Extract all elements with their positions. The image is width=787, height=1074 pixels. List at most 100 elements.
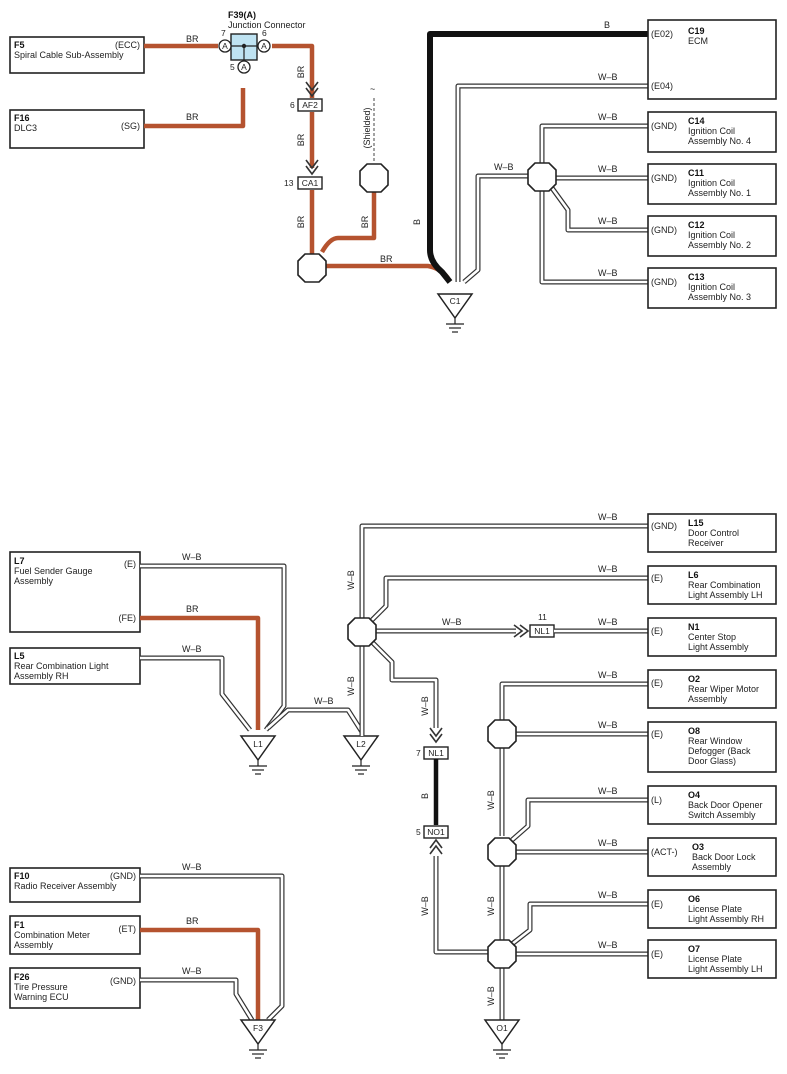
svg-text:W–B: W–B [598, 268, 618, 278]
pin-label: (SG) [121, 121, 140, 131]
splice-point [487, 939, 517, 969]
svg-text:Back Door Opener: Back Door Opener [688, 800, 763, 810]
svg-text:(GND): (GND) [651, 225, 677, 235]
svg-text:W–B: W–B [598, 670, 618, 680]
svg-text:BR: BR [186, 916, 199, 926]
svg-text:NL1: NL1 [428, 748, 444, 758]
svg-text:W–B: W–B [598, 940, 618, 950]
svg-text:(E): (E) [651, 729, 663, 739]
svg-text:W–B: W–B [598, 617, 618, 627]
svg-text:(FE): (FE) [119, 613, 137, 623]
splice-point [487, 719, 517, 749]
svg-text:BR: BR [186, 604, 199, 614]
svg-text:W–B: W–B [182, 862, 202, 872]
wire-label-br: BR [296, 215, 306, 228]
svg-text:License Plate: License Plate [688, 954, 742, 964]
svg-text:Assembly No. 3: Assembly No. 3 [688, 292, 751, 302]
svg-text:Rear Combination Light: Rear Combination Light [14, 661, 109, 671]
connector-nl1-a: NL1 11 [529, 612, 555, 638]
svg-text:Switch Assembly: Switch Assembly [688, 810, 756, 820]
component-id: F39(A) [228, 10, 256, 20]
svg-text:C14: C14 [688, 116, 705, 126]
svg-text:W–B: W–B [598, 720, 618, 730]
svg-text:W–B: W–B [598, 512, 618, 522]
connector-nl1-b: NL1 7 [416, 746, 449, 760]
svg-text:Assembly: Assembly [14, 940, 54, 950]
component-f10: F10 Radio Receiver Assembly (GND) [9, 867, 141, 903]
svg-text:W–B: W–B [598, 786, 618, 796]
wire-label-br: BR [296, 133, 306, 146]
component-o2: O2 Rear Wiper Motor Assembly (E) [647, 669, 777, 709]
svg-text:(E): (E) [651, 899, 663, 909]
svg-text:Door Glass): Door Glass) [688, 756, 736, 766]
wire-label-br: BR [380, 254, 393, 264]
component-l5: L5 Rear Combination Light Assembly RH [9, 647, 141, 685]
svg-text:O4: O4 [688, 790, 700, 800]
svg-text:Assembly No. 4: Assembly No. 4 [688, 136, 751, 146]
component-o8: O8 Rear Window Defogger (Back Door Glass… [647, 721, 777, 773]
svg-text:(E): (E) [651, 573, 663, 583]
ground-c1: C1 [436, 293, 474, 333]
wire-label-wb: W–B [494, 162, 514, 172]
wire-label-br: BR [296, 65, 306, 78]
svg-text:W–B: W–B [598, 112, 618, 122]
wire-label-wb: W–B [598, 72, 618, 82]
svg-text:O1: O1 [496, 1023, 508, 1033]
component-c11: C11 Ignition Coil Assembly No. 1 (GND) [647, 163, 777, 205]
svg-text:(E): (E) [651, 626, 663, 636]
svg-text:C19: C19 [688, 26, 705, 36]
svg-text:(E): (E) [651, 949, 663, 959]
svg-text:Back Door Lock: Back Door Lock [692, 852, 756, 862]
svg-text:(E02): (E02) [651, 29, 673, 39]
component-name: Junction Connector [228, 20, 306, 30]
svg-text:7: 7 [221, 28, 226, 38]
svg-text:Light Assembly LH: Light Assembly LH [688, 590, 763, 600]
svg-text:Tire Pressure: Tire Pressure [14, 982, 68, 992]
svg-text:W–B: W–B [182, 966, 202, 976]
component-l7: L7 Fuel Sender Gauge Assembly (E) (FE) [9, 551, 141, 633]
svg-text:Fuel Sender Gauge: Fuel Sender Gauge [14, 566, 93, 576]
svg-text:W–B: W–B [486, 790, 496, 810]
svg-text:L6: L6 [688, 570, 699, 580]
component-n1: N1 Center Stop Light Assembly (E) [647, 617, 777, 657]
svg-text:W–B: W–B [486, 896, 496, 916]
component-c13: C13 Ignition Coil Assembly No. 3 (GND) [647, 267, 777, 309]
wire-br-f39-out [272, 43, 315, 98]
svg-text:F10: F10 [14, 871, 30, 881]
svg-text:Assembly: Assembly [688, 694, 728, 704]
svg-text:N1: N1 [688, 622, 700, 632]
svg-text:O3: O3 [692, 842, 704, 852]
svg-text:(GND): (GND) [651, 121, 677, 131]
svg-text:C11: C11 [688, 168, 704, 178]
svg-text:CA1: CA1 [302, 178, 319, 188]
svg-text:W–B: W–B [598, 890, 618, 900]
wire-b-ecm [427, 31, 648, 284]
svg-text:(E04): (E04) [651, 81, 673, 91]
component-o6: O6 License Plate Light Assembly RH (E) [647, 889, 777, 929]
svg-text:5: 5 [230, 62, 235, 72]
component-f26: F26 Tire Pressure Warning ECU (GND) [9, 967, 141, 1009]
svg-text:(GND): (GND) [651, 277, 677, 287]
svg-text:5: 5 [416, 827, 421, 837]
svg-text:O8: O8 [688, 726, 700, 736]
svg-text:Receiver: Receiver [688, 538, 724, 548]
svg-text:A: A [222, 41, 228, 51]
svg-text:(E): (E) [651, 678, 663, 688]
svg-text:Warning ECU: Warning ECU [14, 992, 69, 1002]
svg-text:Rear Combination: Rear Combination [688, 580, 761, 590]
component-f5: F5 Spiral Cable Sub-Assembly (ECC) [9, 36, 145, 74]
svg-text:W–B: W–B [442, 617, 462, 627]
svg-text:W–B: W–B [182, 644, 202, 654]
svg-text:O6: O6 [688, 894, 700, 904]
svg-text:11: 11 [538, 612, 547, 622]
svg-text:W–B: W–B [346, 570, 356, 590]
component-c19: C19 ECM (E02) (E04) [647, 19, 777, 100]
svg-text:Ignition Coil: Ignition Coil [688, 126, 735, 136]
ground-f3: F3 [239, 1019, 277, 1059]
svg-text:W–B: W–B [598, 216, 618, 226]
ground-o1: O1 [483, 1019, 521, 1059]
svg-text:Defogger (Back: Defogger (Back [688, 746, 751, 756]
svg-text:Assembly: Assembly [692, 862, 732, 872]
connector-af2: AF2 6 [290, 98, 323, 112]
svg-text:W–B: W–B [314, 696, 334, 706]
